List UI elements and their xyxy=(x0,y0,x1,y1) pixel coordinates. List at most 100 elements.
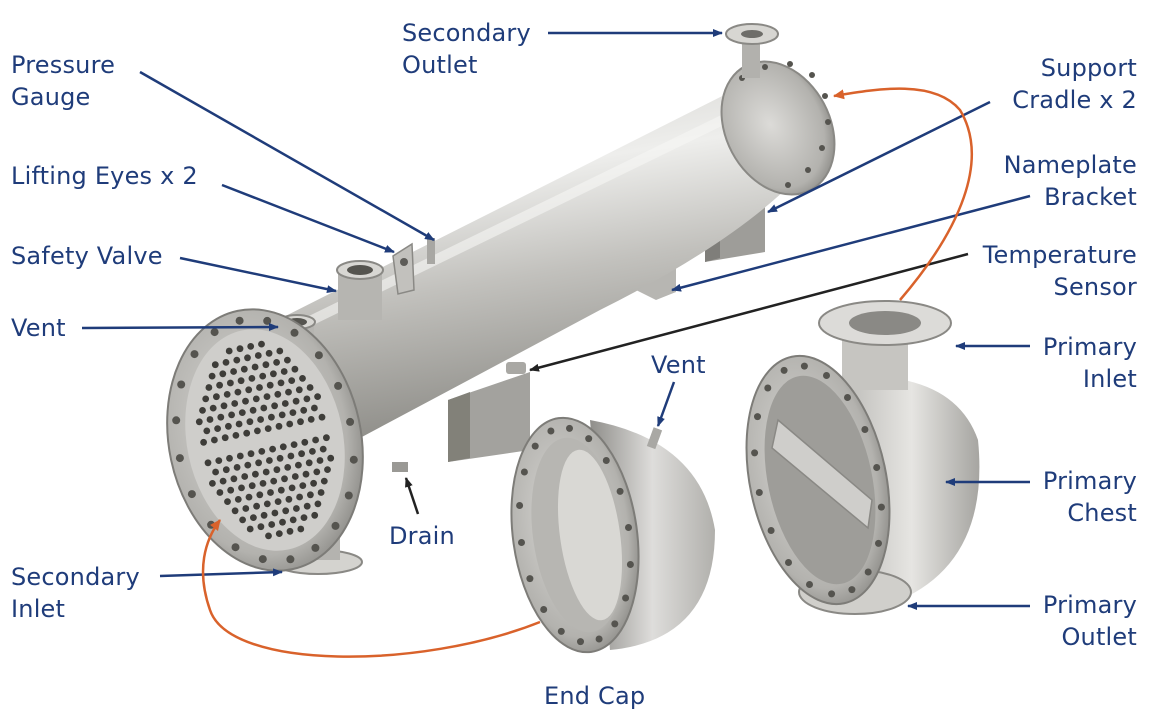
tube-hole xyxy=(285,388,292,396)
tube-hole xyxy=(279,518,286,526)
tube-hole xyxy=(285,495,293,503)
tube-hole xyxy=(235,420,243,428)
tube-hole xyxy=(303,395,311,403)
tube-hole xyxy=(284,356,291,364)
bolt-hole xyxy=(767,527,775,534)
tube-hole xyxy=(216,489,224,496)
tube-hole xyxy=(277,379,285,387)
tube-hole xyxy=(220,402,228,410)
tube-hole xyxy=(247,343,255,350)
tube-hole xyxy=(289,409,297,416)
tube-hole xyxy=(276,454,284,462)
tube-hole xyxy=(242,505,250,512)
tube-hole xyxy=(291,365,299,373)
primary-chest xyxy=(745,300,980,615)
tube-hole xyxy=(214,425,222,432)
bolt-hole xyxy=(566,424,573,432)
bolt-hole xyxy=(557,627,565,635)
tube-hole xyxy=(264,425,272,432)
bolt-hole xyxy=(210,328,219,337)
label-primary-chest: Primary Chest xyxy=(1042,467,1137,527)
tube-hole xyxy=(273,359,280,366)
bolt-hole xyxy=(800,362,808,370)
tube-hole xyxy=(314,393,321,400)
pressure-gauge-port xyxy=(427,238,435,264)
bolt-hole xyxy=(286,555,295,564)
tube-hole xyxy=(262,361,270,369)
tube-hole xyxy=(202,395,210,403)
bolt-hole xyxy=(848,586,856,594)
tube-hole xyxy=(274,498,282,505)
tube-hole xyxy=(282,507,290,515)
bolt-hole xyxy=(875,539,882,547)
leader-vent-left xyxy=(81,323,279,332)
tube-hole xyxy=(324,466,331,473)
tube-hole xyxy=(231,507,239,515)
lifting-eye xyxy=(392,242,415,295)
tube-hole xyxy=(305,459,313,467)
tube-hole xyxy=(251,363,259,371)
bolt-hole xyxy=(625,524,632,531)
tube-hole xyxy=(320,477,328,485)
leader-safety-valve xyxy=(179,256,337,294)
tube-hole xyxy=(300,514,308,521)
tube-hole xyxy=(252,470,259,478)
label-end-cap: End Cap xyxy=(544,682,646,710)
bolt-hole xyxy=(806,581,813,588)
tube-hole xyxy=(266,381,274,389)
bolt-hole xyxy=(531,442,539,450)
bolt-hole xyxy=(311,543,320,552)
label-nameplate-bracket: Nameplate Bracket xyxy=(1003,151,1137,211)
leader-secondary-inlet xyxy=(159,568,283,578)
tube-hole xyxy=(268,413,275,421)
tube-hole xyxy=(217,413,225,421)
label-temperature-sensor: Temperature Sensor xyxy=(982,241,1137,301)
tube-hole xyxy=(301,438,309,446)
tube-hole xyxy=(258,340,265,348)
pass-partition xyxy=(771,418,873,530)
tube-hole xyxy=(211,361,219,369)
bolt-hole xyxy=(516,502,524,509)
label-support-cradle: Support Cradle x 2 xyxy=(1012,54,1137,114)
tube-hole xyxy=(270,370,277,378)
tube-hole xyxy=(309,448,316,455)
tube-hole xyxy=(263,393,271,400)
tube-hole xyxy=(260,511,268,519)
tube-hole xyxy=(219,370,227,378)
tube-hole xyxy=(299,482,307,489)
bolt-hole xyxy=(844,394,851,401)
tube-hole xyxy=(253,502,260,510)
tube-hole xyxy=(310,479,317,487)
tube-hole xyxy=(195,418,203,426)
tube-hole xyxy=(271,402,278,410)
bolt-hole xyxy=(175,454,184,463)
tube-hole xyxy=(234,388,242,396)
bolt-hole xyxy=(526,575,534,583)
tube-hole xyxy=(209,480,216,487)
tube-hole xyxy=(233,356,241,364)
tube-hole xyxy=(203,427,211,435)
tube-hole xyxy=(200,438,208,446)
tube-hole xyxy=(275,422,283,430)
bolt-hole xyxy=(823,372,830,379)
leader-vent-endcap xyxy=(656,381,676,427)
leader-support-cradle xyxy=(767,100,991,214)
tube-hole xyxy=(245,493,253,501)
tube-hole xyxy=(288,484,296,492)
tube-hole xyxy=(238,409,246,416)
bolt-hole xyxy=(622,594,630,602)
bolt-hole xyxy=(754,413,761,421)
tube-hole xyxy=(225,422,232,430)
tube-hole xyxy=(298,450,305,458)
tube-hole xyxy=(227,486,235,494)
tube-hole xyxy=(306,384,314,391)
bolt-hole xyxy=(764,384,772,392)
tube-hole xyxy=(240,365,248,373)
tube-hole xyxy=(239,516,247,524)
bolt-hole xyxy=(177,380,186,389)
tube-hole xyxy=(211,436,218,444)
bolt-hole xyxy=(602,457,610,464)
tube-hole xyxy=(311,511,319,519)
tube-hole xyxy=(216,381,224,389)
tube-hole xyxy=(246,525,254,533)
